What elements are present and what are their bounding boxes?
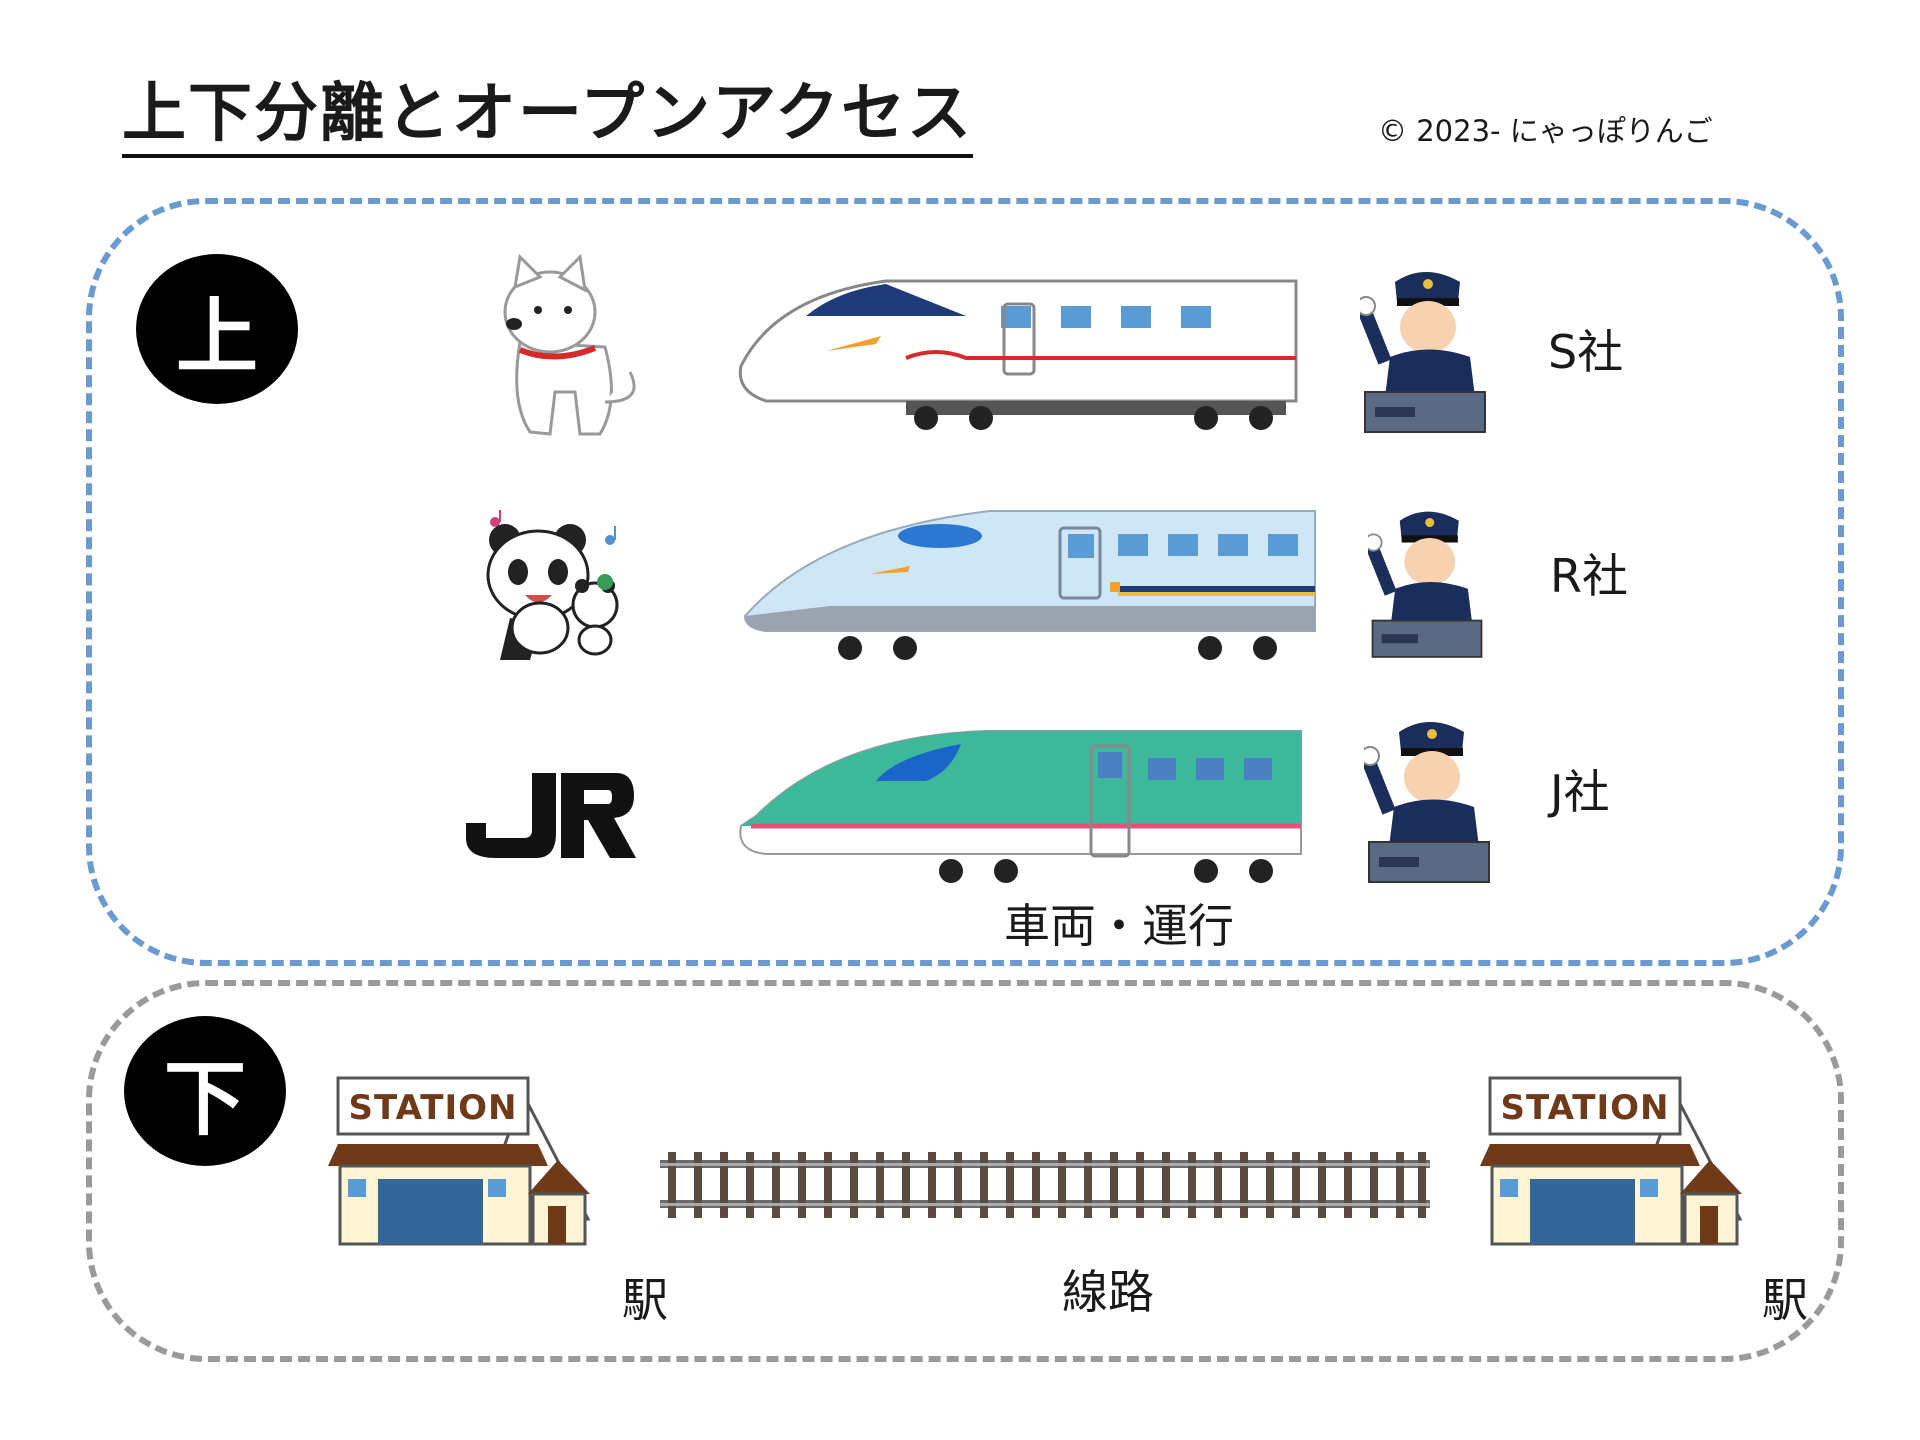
station-sign-left: STATION <box>348 1088 518 1128</box>
station-sign-right: STATION <box>1500 1088 1670 1128</box>
company-label-j: J社 <box>1550 765 1610 819</box>
conductor-icon <box>1368 502 1486 662</box>
vehicle-operation-caption: 車両・運行 <box>1004 899 1234 953</box>
track-label: 線路 <box>1062 1265 1154 1319</box>
railway-track <box>660 1150 1430 1220</box>
s-shinkansen-train <box>736 276 1306 436</box>
j-shinkansen-train <box>736 726 1306 886</box>
company-label-r: R社 <box>1550 549 1628 603</box>
panda-mascots-icon <box>470 510 650 670</box>
lower-section-box <box>86 980 1844 1362</box>
station-building-right: STATION <box>1480 1074 1756 1250</box>
r-shinkansen-train <box>740 506 1320 666</box>
station-building-left: STATION <box>328 1074 604 1250</box>
page-title: 上下分離とオープンアクセス <box>122 77 973 158</box>
station-label-right: 駅 <box>1762 1273 1808 1327</box>
upper-section-box <box>86 198 1844 966</box>
white-dog-icon <box>480 252 650 442</box>
jr-logo <box>466 768 636 863</box>
copyright-text: © 2023- にゃっぽりんご <box>1378 114 1713 148</box>
company-label-s: S社 <box>1548 325 1624 379</box>
station-label-left: 駅 <box>622 1273 668 1327</box>
upper-badge: 上 <box>136 254 298 404</box>
conductor-icon <box>1360 262 1490 437</box>
conductor-icon <box>1364 712 1494 887</box>
lower-badge: 下 <box>124 1016 286 1166</box>
